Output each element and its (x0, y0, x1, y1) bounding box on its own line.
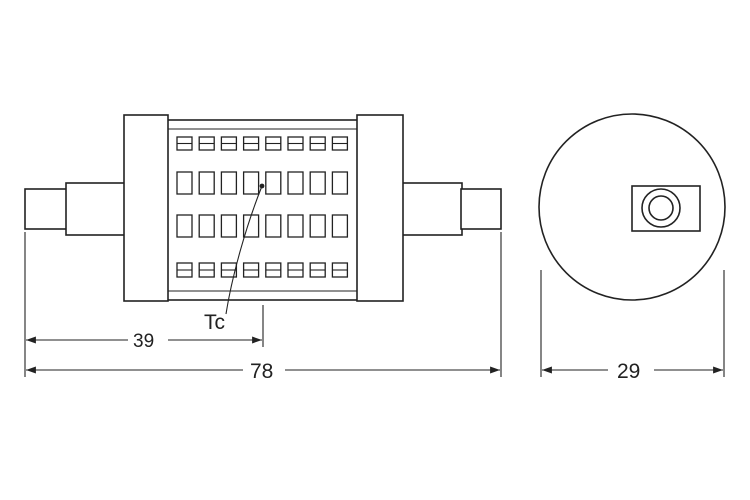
end-view-disc (538, 113, 726, 301)
tc-leader-line (225, 185, 263, 315)
left-contact-neck (65, 182, 127, 236)
dim-78-label: 78 (250, 360, 273, 383)
led-chip (220, 171, 238, 195)
left-contact-pin (24, 188, 68, 230)
led-chip (331, 171, 349, 195)
led-grid (176, 136, 349, 278)
dim-39-label: 39 (133, 331, 154, 352)
led-chip (198, 171, 215, 195)
led-chip (176, 214, 193, 238)
lamp-side-view: Tc (24, 114, 502, 334)
led-chip (176, 171, 193, 195)
contact-pin-inner-ring (648, 195, 674, 221)
tc-label: Tc (204, 311, 225, 334)
left-end-cap (123, 114, 169, 302)
dimensions-side: 39 78 (24, 232, 502, 383)
dim-29-label: 29 (617, 360, 640, 383)
lamp-end-view (538, 113, 726, 301)
led-chip (242, 171, 260, 195)
contact-pin-square (631, 185, 701, 232)
led-chip (331, 214, 349, 238)
led-chip (287, 214, 304, 238)
led-chip (198, 214, 215, 238)
dimensions-end: 29 (540, 270, 725, 383)
led-chip (309, 214, 326, 238)
led-chip (309, 171, 326, 195)
tc-measuring-point (259, 183, 265, 189)
contact-pin-outer-ring (641, 188, 681, 228)
led-chip (242, 214, 260, 238)
led-chip (265, 171, 282, 195)
right-end-cap (356, 114, 404, 302)
led-chip (265, 214, 282, 238)
led-body (165, 119, 359, 301)
led-chip (287, 171, 304, 195)
led-chip (220, 214, 238, 238)
right-contact-pin (460, 188, 502, 230)
right-contact-neck (401, 182, 463, 236)
